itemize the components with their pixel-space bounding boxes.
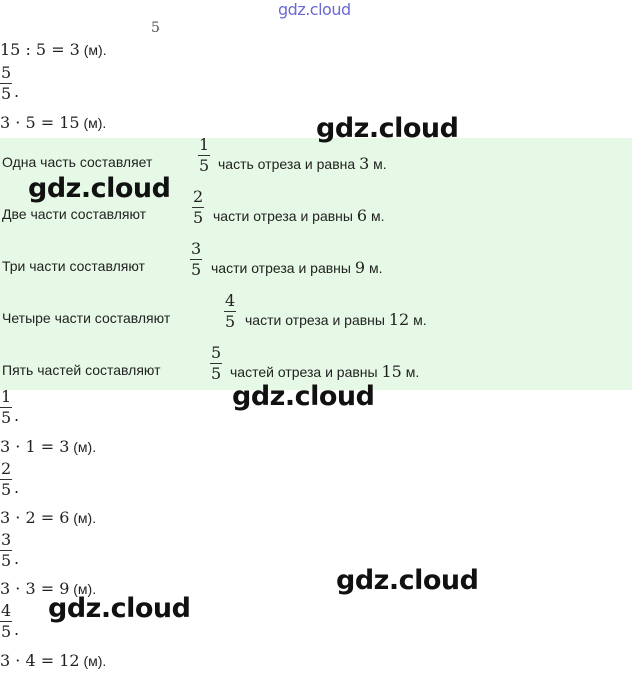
period: . (14, 549, 20, 568)
stray-digit: 5 (151, 20, 160, 36)
unit: (м). (79, 653, 107, 669)
row-text-before: Три части составляют (2, 258, 145, 274)
row-after-label: часть отреза и равна (218, 156, 356, 172)
fraction-numerator: 3 (1, 530, 12, 549)
row-unit: м. (370, 208, 385, 224)
fraction: 3 5 (190, 239, 203, 279)
row-value: 12 (388, 310, 410, 329)
row-value: 15 (381, 362, 402, 381)
fraction-denominator: 5 (1, 551, 12, 570)
fraction-numerator: 5 (1, 63, 12, 82)
fraction: 1 5 (198, 135, 211, 175)
unit: (м). (69, 510, 97, 526)
row-text-before: Одна часть составляет (2, 154, 153, 170)
row-unit: м. (413, 312, 427, 328)
equation: 3 · 2 = 6 (0, 508, 70, 527)
row-text-after: части отреза и равны 6 м. (213, 206, 384, 225)
watermark: gdz.cloud (232, 381, 375, 412)
fraction-bar (0, 550, 13, 551)
row-text-after: частей отреза и равны 15 м. (230, 362, 419, 381)
unit: (м). (79, 115, 107, 131)
fraction-numerator: 1 (199, 135, 210, 154)
equation-line: 3 · 2 = 6 (м). (0, 508, 96, 527)
watermark: gdz.cloud (316, 113, 459, 144)
fraction: 4 5 (0, 601, 13, 641)
fraction: 1 5 (0, 387, 13, 427)
equation: 3 · 4 = 12 (0, 651, 80, 670)
fraction-bar (190, 259, 203, 260)
equation-line: 3 · 1 = 3 (м). (0, 437, 96, 456)
fraction-numerator: 5 (211, 343, 222, 362)
unit: (м). (69, 439, 97, 455)
fraction-bar (192, 207, 205, 208)
row-unit: м. (368, 260, 383, 276)
equation: 3 · 5 = 15 (0, 113, 80, 132)
fraction-bar (0, 407, 13, 408)
row-text-before: Четыре части составляют (2, 310, 171, 326)
watermark: gdz.cloud (28, 173, 171, 204)
fraction-denominator: 5 (225, 312, 236, 331)
fraction-bar (0, 479, 13, 480)
fraction: 4 5 (224, 291, 237, 331)
row-value: 6 (356, 206, 368, 225)
row-value: 3 (359, 154, 370, 173)
fraction-denominator: 5 (199, 156, 210, 175)
fraction: 5 5 (210, 343, 223, 383)
fraction-bar (198, 155, 211, 156)
equation: 15 : 5 = 3 (0, 40, 80, 59)
fraction-bar (0, 83, 13, 84)
row-after-label: части отреза и равны (213, 208, 353, 224)
watermark: gdz.cloud (336, 565, 479, 596)
fraction-bar (0, 621, 13, 622)
equation-line: 3 · 4 = 12 (м). (0, 651, 106, 670)
row-unit: м. (405, 364, 420, 380)
fraction-numerator: 4 (1, 601, 12, 620)
row-text-after: части отреза и равны 9 м. (211, 258, 382, 277)
unit: (м). (69, 581, 97, 597)
fraction-numerator: 4 (225, 291, 236, 310)
fraction-numerator: 3 (191, 239, 202, 258)
row-text-before: Пять частей составляют (2, 362, 161, 378)
watermark: gdz.cloud (48, 593, 191, 624)
fraction-denominator: 5 (1, 84, 12, 103)
fraction-bar (210, 363, 223, 364)
unit: (м). (79, 42, 107, 58)
fraction-denominator: 5 (193, 208, 204, 227)
row-text-after: часть отреза и равна 3 м. (218, 154, 387, 173)
fraction: 2 5 (192, 187, 205, 227)
period: . (14, 620, 20, 639)
fraction: 5 5 (0, 63, 13, 103)
fraction: 2 5 (0, 459, 13, 499)
period: . (14, 478, 20, 497)
row-text-before: Две части составляют (2, 206, 147, 222)
equation-line: 15 : 5 = 3 (м). (0, 40, 107, 59)
fraction-denominator: 5 (1, 622, 12, 641)
fraction-bar (224, 311, 237, 312)
period: . (14, 82, 20, 101)
fraction-numerator: 2 (193, 187, 204, 206)
fraction-numerator: 1 (1, 387, 12, 406)
fraction-denominator: 5 (191, 260, 202, 279)
row-unit: м. (373, 156, 387, 172)
equation-line: 3 · 3 = 9 (м). (0, 579, 96, 598)
equation: 3 · 1 = 3 (0, 437, 70, 456)
fraction-numerator: 2 (1, 459, 12, 478)
fraction-denominator: 5 (1, 408, 12, 427)
row-text-after: части отреза и равны 12 м. (245, 310, 427, 329)
row-after-label: части отреза и равны (211, 260, 351, 276)
row-value: 9 (354, 258, 366, 277)
equation-line: 3 · 5 = 15 (м). (0, 113, 106, 132)
fraction-denominator: 5 (1, 480, 12, 499)
row-after-label: части отреза и равны (245, 312, 385, 328)
header-watermark: gdz.cloud (278, 0, 351, 19)
row-after-label: частей отреза и равны (230, 364, 378, 380)
fraction: 3 5 (0, 530, 13, 570)
fraction-denominator: 5 (211, 364, 222, 383)
period: . (14, 406, 20, 425)
highlight-box (0, 138, 632, 390)
equation: 3 · 3 = 9 (0, 579, 70, 598)
